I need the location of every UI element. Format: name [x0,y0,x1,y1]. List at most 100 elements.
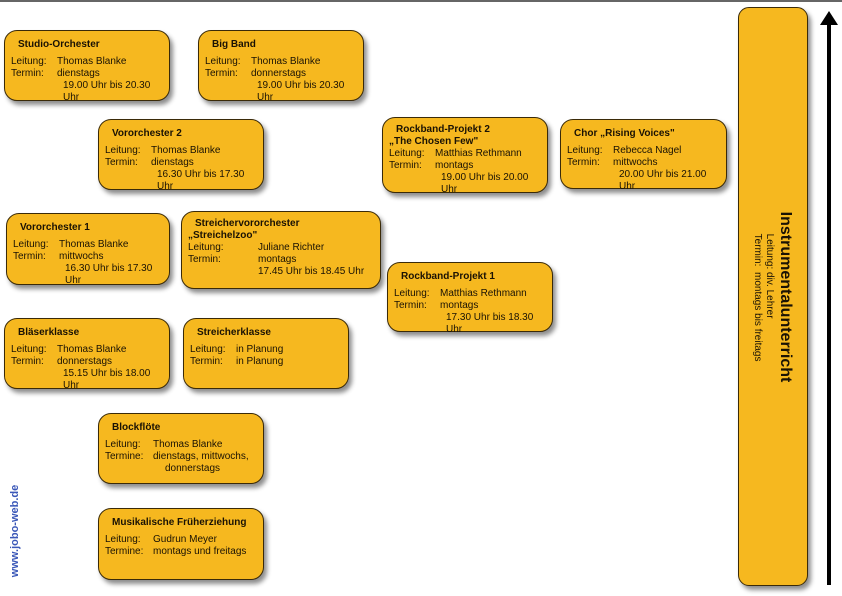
time-line: 19.00 Uhr bis 20.00 Uhr [441,172,529,195]
time-line: 17.45 Uhr bis 18.45 Uhr [258,266,365,277]
info-label: Termine: [105,546,144,557]
instrumental-leitung: Leitung: div. Lehrer [764,233,775,319]
info-label: Leitung: [190,344,226,355]
info-row: Termin: donnerstags [11,356,163,368]
info-label: Termin: [567,157,600,168]
info-value: montags und freitags [153,546,247,557]
info-value: in Planung [236,344,284,355]
info-value: mittwochs [613,157,658,168]
info-value: Thomas Blanke [153,439,223,450]
ensemble-title: Musikalische Früherziehung [112,517,247,528]
info-value: Thomas Blanke [251,56,321,67]
info-label: Termin: [13,251,46,262]
ensemble-title: Rockband-Projekt 2 [396,124,490,135]
ensemble-title: Big Band [212,39,256,50]
info-value: Rebecca Nagel [613,145,682,156]
info-value: montags [258,254,297,265]
time-line: 17.30 Uhr bis 18.30 Uhr [446,312,534,335]
info-row: Leitung: Juliane Richter [188,242,374,254]
info-row: Termin: dienstags [11,68,163,80]
info-value: montags [440,300,479,311]
ensemble-title: Vororchester 2 [112,128,182,139]
time-line: 19.00 Uhr bis 20.30 Uhr [257,80,345,103]
ensemble-box: Chor „Rising Voices" Leitung: Rebecca Nage… [560,119,727,192]
time-line: donnerstags [165,463,221,474]
info-row: Termin:in Planung [190,356,342,368]
info-value: Thomas Blanke [57,56,127,67]
info-label: Leitung: [105,145,141,156]
info-value: in Planung [236,356,284,367]
watermark: www.jobo-web.de [9,484,21,578]
info-label: Leitung: [394,288,430,299]
info-value: dienstags [57,68,100,79]
time-line: 19.00 Uhr bis 20.30 Uhr [63,80,151,103]
info-value: dienstags, mittwochs, [153,451,249,462]
top-border-line [0,0,842,2]
info-row: Leitung:Thomas Blanke [11,344,163,356]
info-value: donnerstags [251,68,307,79]
info-row: Termine: dienstags, mittwochs, [105,451,257,463]
info-row: Leitung:Thomas Blanke [13,239,163,251]
time-line: 15.15 Uhr bis 18.00 Uhr [63,368,151,391]
info-row: Leitung: Thomas Blanke [205,56,357,68]
info-label: Termin: [105,157,138,168]
info-label: Termin: [11,356,44,367]
ensemble-title: Vororchester 1 [20,222,90,233]
info-label: Leitung: [105,439,141,450]
info-value: Thomas Blanke [151,145,221,156]
info-row: Termin:mittwochs [13,251,163,263]
info-label: Leitung: [567,145,603,156]
progression-arrow [827,22,831,585]
ensemble-title: Streichervororchester [195,218,300,229]
ensemble-title: Bläserklasse [18,327,80,338]
time-line: 16.30 Uhr bis 17.30 Uhr [65,263,153,286]
time-line: 20.00 Uhr bis 21.00 Uhr [619,169,707,192]
info-value: Matthias Rethmann [440,288,527,299]
info-label: Termin: [389,160,422,171]
ensemble-box: Rockband-Projekt 2„The Chosen Few"Leitun… [382,117,548,195]
info-row: Leitung:Thomas Blanke [11,56,163,68]
info-row: Leitung: in Planung [190,344,342,356]
info-row: Termin:montags [188,254,374,266]
info-label: Leitung: [13,239,49,250]
info-label: Termin: [205,68,238,79]
info-value: dienstags [151,157,194,168]
info-label: Leitung: [389,148,425,159]
info-row: Termine: montags und freitags [105,546,257,558]
info-row: Leitung: Rebecca Nagel [567,145,720,157]
info-row: Leitung: Thomas Blanke [105,145,257,157]
info-label: Leitung: [105,534,141,545]
ensemble-title: Chor „Rising Voices" [574,128,675,139]
instrumental-lessons-box: Instrumentalunterricht Leitung: div. Leh… [738,7,808,586]
ensemble-title: „Streichelzoo" [188,230,258,241]
info-row: Termin:montags [394,300,546,312]
info-row: Termin:montags [389,160,541,172]
instrumental-title: Instrumentalunterricht [777,211,794,382]
ensemble-box: Streichervororchester„Streichelzoo"Leitu… [181,211,381,289]
info-value: Gudrun Meyer [153,534,217,545]
info-row: Leitung: Matthias Rethmann [394,288,546,300]
arrow-up-icon [820,11,838,25]
info-value: donnerstags [57,356,113,367]
info-row: Termin: dienstags [105,157,257,169]
info-label: Termine: [105,451,144,462]
info-value: Juliane Richter [258,242,325,253]
info-row: Leitung:Matthias Rethmann [389,148,541,160]
info-label: Termin: [11,68,44,79]
info-row: Leitung: Gudrun Meyer [105,534,257,546]
ensemble-title: „The Chosen Few" [389,136,479,147]
info-label: Leitung: [11,344,47,355]
info-label: Leitung: [205,56,241,67]
ensemble-title: Streicherklasse [197,327,271,338]
info-label: Leitung: [188,242,224,253]
ensemble-title: Studio-Orchester [18,39,100,50]
info-row: Termin: mittwochs [567,157,720,169]
